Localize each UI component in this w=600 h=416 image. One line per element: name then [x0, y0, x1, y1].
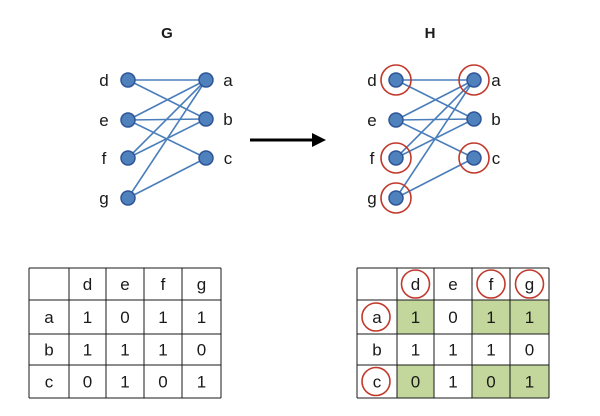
table-cell-a-g: 1 [525, 308, 534, 327]
adjacency-table-h: d e f g a 1 0 1 1 b 1 1 1 0 c 0 1 0 1 [356, 267, 550, 399]
highlight-circle-node-f [380, 142, 412, 174]
graph-node-label-f: f [102, 149, 107, 168]
graph-node-label-b: b [491, 110, 500, 129]
graph-edge-g-a [127, 79, 207, 199]
highlight-circle-column-d [400, 269, 431, 299]
graph-node-e [388, 112, 404, 128]
table-cell-c-f: 0 [486, 373, 495, 392]
table-cell-a-f: 1 [486, 308, 495, 327]
highlight-circle-column-g [514, 269, 545, 299]
table-cell-a-g: 1 [197, 308, 206, 327]
graph-h-title: H [425, 25, 436, 42]
table-cell-b-f: 1 [486, 341, 495, 360]
table-cell-a-d: 1 [411, 308, 420, 327]
graph-node-f [388, 150, 404, 166]
table-row-header-a: a [372, 308, 382, 327]
graph-node-c [466, 150, 482, 166]
table-cell-a-d: 1 [83, 308, 92, 327]
graph-node-g [388, 190, 404, 206]
graph-node-c [198, 150, 214, 166]
adjacency-table-g: d e f g a 1 0 1 1 b 1 1 1 0 c 0 1 0 1 [28, 267, 222, 399]
table-column-header-f: f [489, 275, 494, 294]
highlight-circle-node-g [380, 182, 412, 214]
graph-node-label-g: g [99, 189, 108, 208]
graph-node-b [466, 111, 482, 127]
table-column-header-e: e [448, 275, 457, 294]
table-cell-b-e: 1 [448, 341, 457, 360]
graph-node-label-c: c [224, 149, 233, 168]
graph-node-label-e: e [367, 111, 376, 130]
table-column-header-g: g [197, 275, 206, 294]
highlight-cell-a-f [472, 300, 510, 334]
graph-node-e [120, 112, 136, 128]
table-cell-b-d: 1 [411, 341, 420, 360]
table-cell-b-g: 0 [197, 341, 206, 360]
table-cell-c-f: 0 [158, 373, 167, 392]
table-row-header-c: c [373, 373, 382, 392]
table-row-header-b: b [372, 341, 381, 360]
graph-edge-g-c [395, 157, 475, 199]
highlight-circle-node-c [458, 142, 490, 174]
graph-node-label-a: a [491, 71, 501, 90]
graph-node-a [198, 72, 214, 88]
highlight-cell-c-g [510, 365, 549, 398]
table-row-header-b: b [44, 341, 53, 360]
graph-edge-g-a [395, 79, 475, 199]
table-cell-c-g: 1 [525, 373, 534, 392]
graph-node-label-c: c [492, 149, 501, 168]
table-column-header-d: d [411, 275, 420, 294]
graph-node-b [198, 111, 214, 127]
table-cell-b-f: 1 [158, 341, 167, 360]
table-cell-c-g: 1 [197, 373, 206, 392]
graph-node-label-b: b [223, 110, 232, 129]
table-column-header-g: g [525, 275, 534, 294]
graph-edge-f-a [395, 79, 475, 159]
graph-node-label-e: e [99, 111, 108, 130]
table-row-header-a: a [44, 308, 54, 327]
graph-edge-e-a [127, 79, 207, 121]
table-column-header-e: e [120, 275, 129, 294]
table-cell-a-e: 0 [120, 308, 129, 327]
graph-node-d [388, 72, 404, 88]
highlight-circle-row-a [361, 302, 391, 332]
highlight-cell-c-d [397, 365, 434, 398]
graph-g-title: G [161, 25, 173, 42]
graph-node-label-g: g [367, 189, 376, 208]
graph-node-label-d: d [367, 71, 376, 90]
highlight-cell-a-d [397, 300, 434, 334]
table-cell-c-e: 1 [448, 373, 457, 392]
table-cell-b-d: 1 [83, 341, 92, 360]
table-cell-a-e: 0 [448, 308, 457, 327]
table-cell-c-d: 0 [83, 373, 92, 392]
highlight-circle-node-d [380, 64, 412, 96]
table-row-header-c: c [45, 373, 54, 392]
table-column-header-f: f [161, 275, 166, 294]
table-cell-c-e: 1 [120, 373, 129, 392]
highlight-cell-c-f [472, 365, 510, 398]
table-cell-a-f: 1 [158, 308, 167, 327]
graph-node-label-d: d [99, 71, 108, 90]
graph-node-g [120, 190, 136, 206]
graph-h: d ef g a b c [367, 64, 501, 214]
highlight-cell-a-g [510, 300, 549, 334]
highlight-circle-row-c [361, 366, 391, 397]
highlight-circle-node-a [458, 64, 490, 96]
graph-node-label-f: f [370, 149, 375, 168]
right-arrow-icon [250, 133, 326, 147]
table-column-header-d: d [83, 275, 92, 294]
table-cell-b-g: 0 [525, 341, 534, 360]
graph-edge-g-c [127, 157, 207, 199]
table-cell-c-d: 0 [411, 373, 420, 392]
graph-node-f [120, 150, 136, 166]
graph-g: d ef g a b c [99, 71, 233, 208]
graph-edge-f-a [127, 79, 207, 159]
table-cell-b-e: 1 [120, 341, 129, 360]
graph-node-a [466, 72, 482, 88]
highlight-circle-column-f [476, 269, 506, 299]
graph-node-d [120, 72, 136, 88]
graph-node-label-a: a [223, 71, 233, 90]
